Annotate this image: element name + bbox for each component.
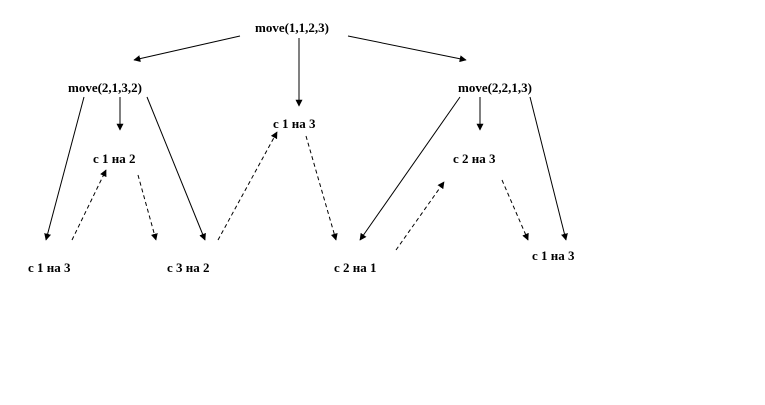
root-call-label: move(1,1,2,3) <box>255 20 330 35</box>
dashed-order-3 <box>217 131 278 241</box>
arrow-left-call-to-leaf-2 <box>146 96 206 241</box>
dashed-order-6 <box>501 179 529 241</box>
arrow-left-call-to-leaf-1 <box>44 96 85 241</box>
dashed-order-1 <box>71 169 107 241</box>
middle-move-label: с 1 на 3 <box>273 116 316 131</box>
leaf-right-2-label: с 1 на 3 <box>532 248 575 263</box>
right-inner-move-label: с 2 на 3 <box>453 151 496 166</box>
leaf-right-1-label: с 2 на 1 <box>334 260 377 275</box>
arrow-root-to-right-call <box>347 35 467 63</box>
arrow-right-call-to-leaf-right-1 <box>359 96 461 241</box>
arrow-root-to-left-call <box>133 35 241 63</box>
left-inner-move-label: с 1 на 2 <box>93 151 136 166</box>
leaf-left-1-label: с 1 на 3 <box>28 260 71 275</box>
dashed-order-4 <box>305 135 338 241</box>
dashed-order-5 <box>395 181 445 251</box>
leaf-left-2-label: с 3 на 2 <box>167 260 210 275</box>
arrow-right-call-to-leaf-right-2 <box>529 96 568 241</box>
right-call-label: move(2,2,1,3) <box>458 80 533 95</box>
dashed-order-2 <box>137 174 158 241</box>
left-call-label: move(2,1,3,2) <box>68 80 143 95</box>
